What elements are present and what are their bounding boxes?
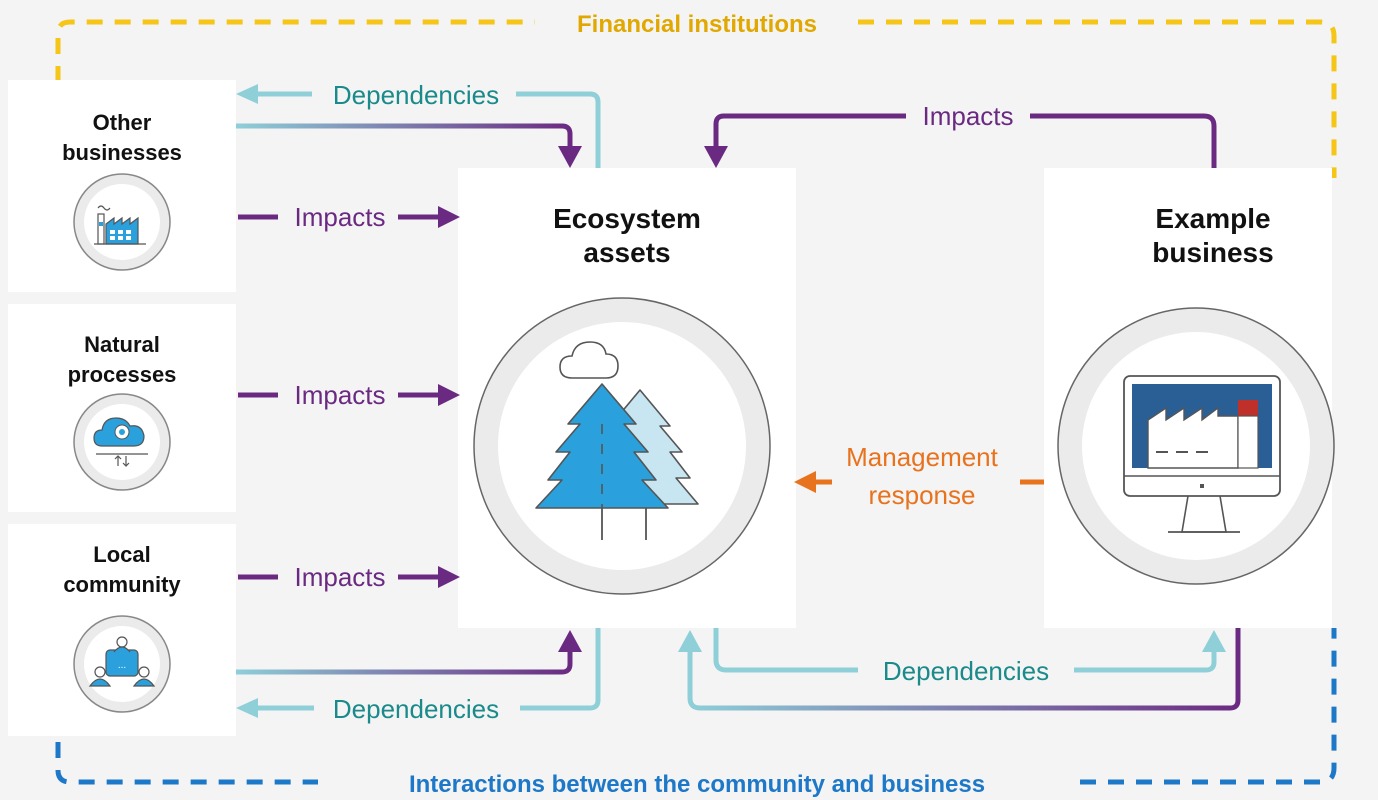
impacts-arrow-natural-processes [238, 384, 460, 406]
impacts-arrow-local-community [238, 566, 460, 588]
dependencies-label-bottom-left: Dependencies [333, 694, 499, 724]
trees-icon [473, 297, 771, 595]
impacts-arrow-other-businesses [238, 206, 460, 228]
financial-institutions-label: Financial institutions [577, 11, 817, 38]
community-meeting-icon: ... [73, 615, 171, 713]
svg-text:...: ... [118, 660, 126, 671]
local-community-title-2: community [63, 572, 181, 597]
other-businesses-title-2: businesses [62, 140, 182, 165]
example-business-title-1: Example [1155, 203, 1270, 234]
impacts-label-top-right: Impacts [922, 101, 1013, 131]
dependencies-arrow-top-left [236, 84, 601, 168]
cloud-gear-icon [73, 393, 171, 491]
ecosystem-assets-title-1: Ecosystem [553, 203, 701, 234]
local-community-title-1: Local [93, 542, 150, 567]
financial-institutions-border [55, 19, 1337, 178]
natural-processes-title-1: Natural [84, 332, 160, 357]
impacts-label-natural-processes: Impacts [294, 380, 385, 410]
impacts-label-local-community: Impacts [294, 562, 385, 592]
community-interactions-border [55, 628, 1337, 785]
impacts-arrow-top-right [704, 113, 1217, 168]
impacts-arrow-bottom-right-loop [678, 628, 1241, 711]
ecosystem-assets-title-2: assets [583, 237, 670, 268]
example-business-title-2: business [1152, 237, 1273, 268]
monitor-factory-icon [1057, 307, 1335, 585]
dependencies-arrow-bottom-left [236, 628, 601, 718]
management-response-label-2: response [869, 480, 976, 510]
management-response-arrow [794, 471, 1044, 493]
dependencies-label-top-left: Dependencies [333, 80, 499, 110]
factory-icon [73, 173, 171, 271]
impacts-arrow-top-curve [236, 123, 582, 168]
dependencies-arrow-bottom-right [713, 628, 1226, 673]
dependencies-label-bottom-right: Dependencies [883, 656, 1049, 686]
management-response-label-1: Management [846, 442, 999, 472]
community-interactions-label: Interactions between the community and b… [409, 771, 985, 798]
natural-processes-title-2: processes [68, 362, 177, 387]
other-businesses-title-1: Other [93, 110, 152, 135]
impacts-arrow-bottom-curve [236, 630, 582, 675]
impacts-label-other-businesses: Impacts [294, 202, 385, 232]
